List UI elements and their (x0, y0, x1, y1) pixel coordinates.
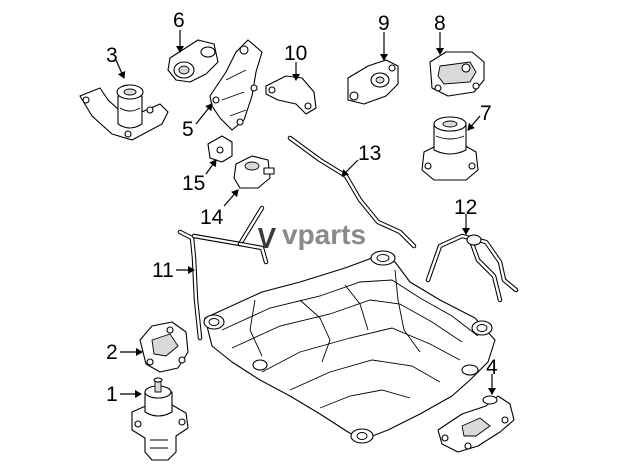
engine-subframe (203, 250, 496, 444)
part-10-bracket (265, 75, 317, 115)
part-5-bracket (209, 39, 263, 131)
part-8-mount (429, 51, 485, 97)
callout-15: 15 (182, 172, 205, 195)
callout-1: 1 (106, 383, 118, 406)
callout-5: 5 (182, 118, 194, 141)
callout-numbers: 1 2 3 4 5 6 7 8 9 10 11 12 13 14 15 (106, 9, 498, 406)
callout-3: 3 (106, 44, 118, 67)
part-7-mount (421, 116, 479, 181)
callout-12: 12 (454, 196, 477, 219)
callout-11: 11 (152, 259, 174, 282)
callout-9: 9 (378, 12, 390, 35)
watermark-brand: vparts (282, 219, 366, 250)
part-13-hose (287, 135, 417, 249)
part-4-mount (437, 395, 515, 453)
callout-10: 10 (284, 42, 307, 65)
part-3-mount (79, 84, 169, 141)
callout-13: 13 (358, 142, 381, 165)
part-11-hose (177, 205, 269, 341)
part-14-valve (233, 155, 275, 189)
callout-14: 14 (200, 206, 224, 229)
part-15-sensor (207, 135, 233, 163)
part-1-insulator (131, 377, 189, 461)
callout-4: 4 (486, 356, 498, 379)
part-6-torque-rod (167, 39, 219, 83)
callout-2: 2 (106, 341, 118, 364)
part-12-hose (425, 233, 519, 303)
part-9-mount (347, 59, 399, 105)
callout-8: 8 (434, 12, 446, 35)
leader-lines (115, 30, 496, 398)
callout-6: 6 (173, 9, 185, 32)
part-2-bracket (139, 321, 189, 373)
watermark: vparts (258, 219, 366, 250)
callout-7: 7 (480, 102, 492, 125)
